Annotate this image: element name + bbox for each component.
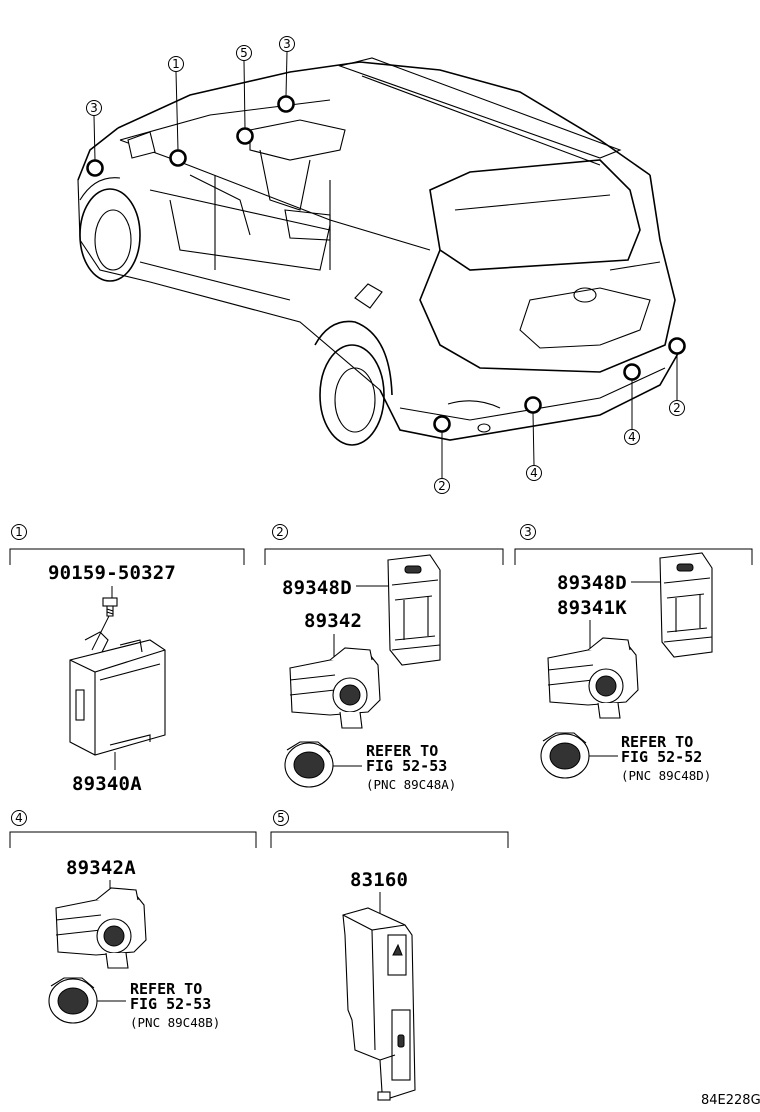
callout-1: 1 [172,57,180,71]
section-3: 3 89348D 89341K REFER TO FIG 52-52 [514,524,753,783]
refer-fig-s3: FIG 52-52 [621,748,702,766]
diagram-code: 84E228G [701,1093,760,1108]
part-number-89341K: 89341K [557,597,627,619]
section-2: 2 89348D 89342 REFER TO [264,524,504,792]
callout-3-rear: 3 [283,37,291,51]
callout-2-left: 2 [438,479,446,493]
callout-4-right: 4 [628,430,636,444]
refer-pnc-s4: (PNC 89C48B) [130,1015,220,1030]
marker-3-front [86,159,104,177]
marker-2-left [433,415,451,433]
marker-4-right [623,363,641,381]
section-3-number: 3 [524,525,532,539]
sensor-location-markers [86,95,686,433]
callout-2-right: 2 [673,401,681,415]
section-4: 4 89342A REFER TO FIG 52-53 (PNC 89C48B) [9,810,257,1030]
sensor-bezel-icon [540,732,590,779]
marker-5 [236,127,254,145]
section-5: 5 83160 [270,810,509,1101]
part-number-89342A: 89342A [66,857,136,879]
refer-pnc-s2: (PNC 89C48A) [366,777,456,792]
part-number-89348D-s2: 89348D [282,577,352,599]
vehicle-illustration [77,57,681,446]
refer-fig-s4: FIG 52-53 [130,995,211,1013]
clearance-sonar-ecu [69,631,166,756]
refer-fig-s2: FIG 52-53 [366,757,447,775]
part-number-89348D-s3: 89348D [557,572,627,594]
refer-to-line-s4: REFER TO [130,980,202,998]
marker-3-rear [277,95,295,113]
section-2-number: 2 [276,525,284,539]
clearance-warning-buzzer-icon [342,907,416,1101]
ultrasonic-sensor-icon [289,647,381,729]
callout-3-front: 3 [90,101,98,115]
refer-pnc-s3: (PNC 89C48D) [621,768,711,783]
section-4-number: 4 [15,811,23,825]
section-1: 1 90159-50327 89340A [9,524,245,795]
vehicle-callouts: 1 5 3 3 2 2 4 4 [86,36,685,494]
part-number-90159-50327: 90159-50327 [48,562,176,584]
refer-to-line-s3: REFER TO [621,733,693,751]
section-5-number: 5 [277,811,285,825]
marker-1 [169,149,187,167]
sensor-retainer-icon [659,552,713,658]
ultrasonic-sensor-icon [547,637,639,719]
marker-4-left [524,396,542,414]
sensor-bezel-icon [284,741,334,788]
ultrasonic-sensor-icon [55,887,147,969]
marker-2-right [668,337,686,355]
refer-to-line-s2: REFER TO [366,742,438,760]
bolt-icon [91,597,118,651]
callout-4-left: 4 [530,466,538,480]
sensor-retainer-icon [387,554,441,666]
callout-5: 5 [240,46,248,60]
part-number-83160: 83160 [350,869,408,891]
part-number-89342: 89342 [304,610,362,632]
part-number-89340A: 89340A [72,773,142,795]
section-1-number: 1 [15,525,23,539]
sensor-bezel-icon [48,977,98,1024]
